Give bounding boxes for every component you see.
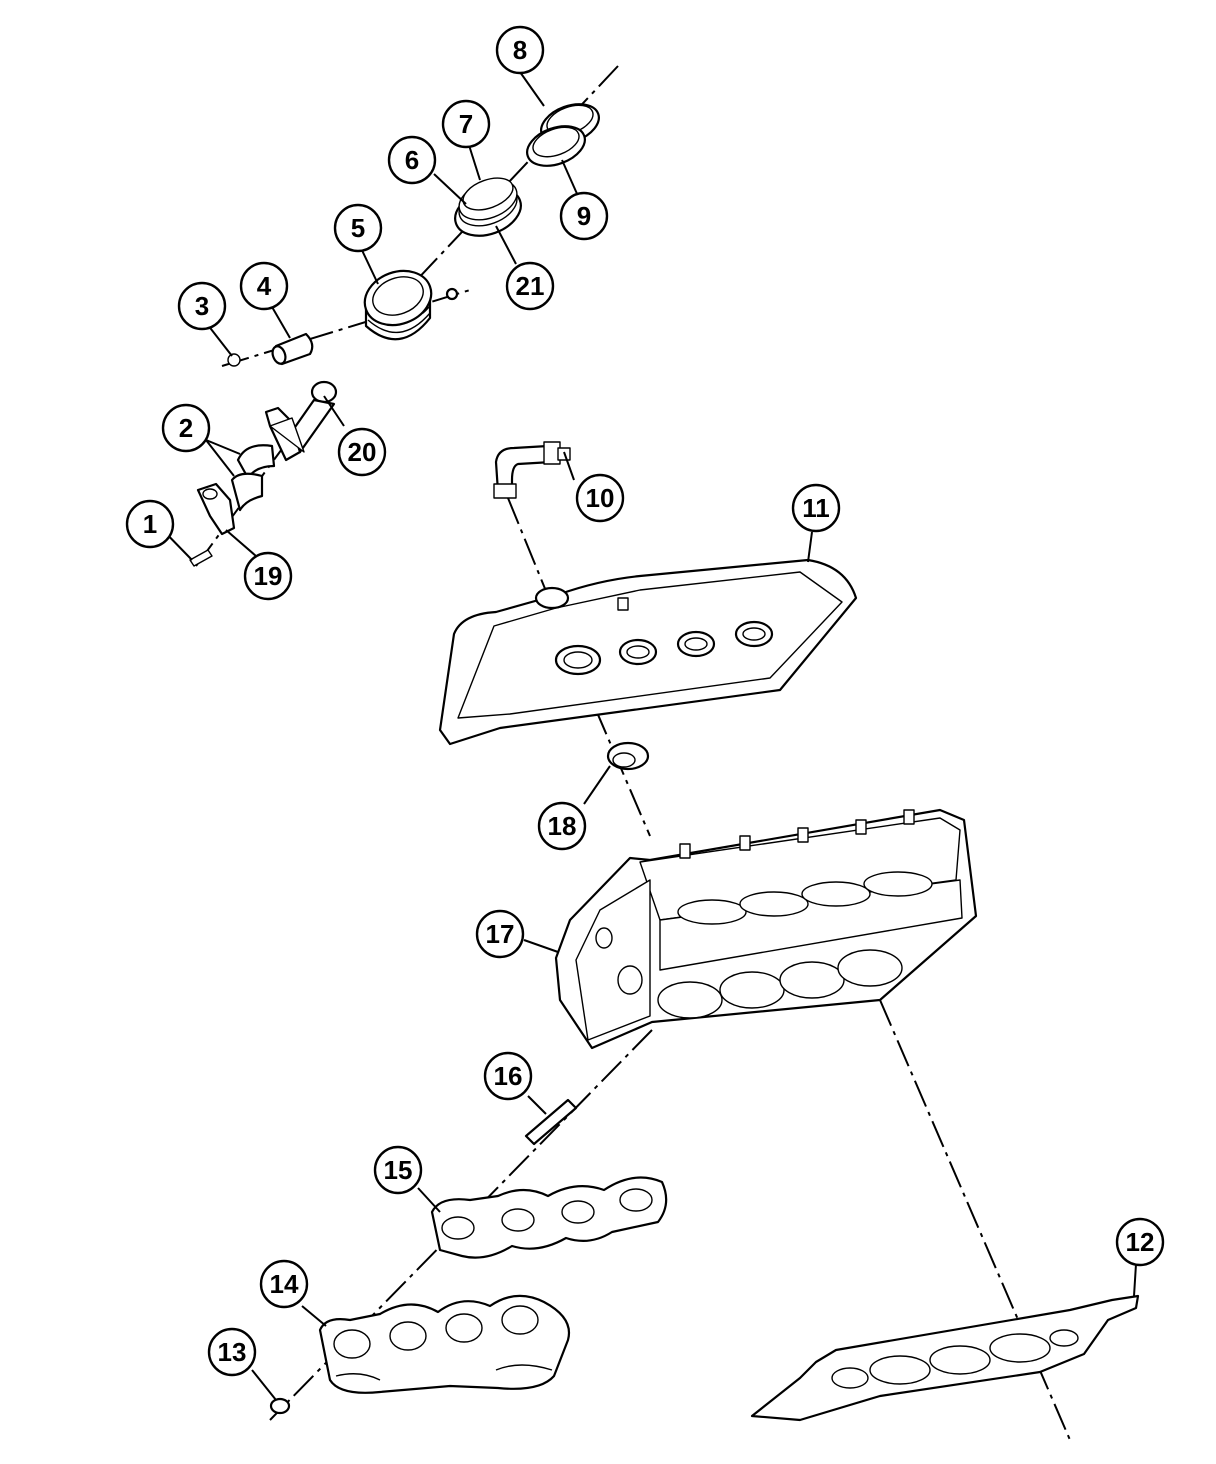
svg-text:11: 11 — [802, 493, 830, 523]
svg-text:20: 20 — [348, 437, 377, 467]
tube-seal — [606, 741, 650, 771]
callout-8: 8 — [495, 25, 545, 75]
svg-text:3: 3 — [195, 291, 209, 321]
svg-text:21: 21 — [516, 271, 545, 301]
callout-1: 1 — [125, 499, 175, 549]
piston — [363, 269, 459, 341]
valve-cover — [438, 558, 858, 746]
svg-text:9: 9 — [577, 201, 591, 231]
piston-ring-second — [526, 125, 586, 167]
svg-text:15: 15 — [384, 1155, 413, 1185]
callout-4: 4 — [239, 261, 289, 311]
piston-pin — [271, 332, 314, 366]
callout-13: 13 — [207, 1327, 257, 1377]
callout-10: 10 — [575, 473, 625, 523]
svg-text:8: 8 — [513, 35, 527, 65]
callout-9: 9 — [559, 191, 609, 241]
svg-text:16: 16 — [494, 1061, 523, 1091]
svg-text:14: 14 — [270, 1269, 299, 1299]
callout-14: 14 — [259, 1259, 309, 1309]
svg-text:13: 13 — [218, 1337, 247, 1367]
svg-text:10: 10 — [586, 483, 615, 513]
connecting-rod — [264, 380, 338, 462]
callout-12: 12 — [1115, 1217, 1165, 1267]
svg-text:12: 12 — [1126, 1227, 1155, 1257]
exhaust-manifold — [318, 1294, 571, 1394]
svg-text:1: 1 — [143, 509, 157, 539]
callout-20: 20 — [337, 427, 387, 477]
pcv-hose — [493, 441, 571, 499]
callout-2: 2 — [161, 403, 211, 453]
head-gasket — [750, 1294, 1140, 1422]
exhaust-stud — [524, 1098, 578, 1146]
callout-6: 6 — [387, 135, 437, 185]
svg-text:17: 17 — [486, 919, 515, 949]
callout-18: 18 — [537, 801, 587, 851]
callout-11: 11 — [791, 483, 841, 533]
callout-3: 3 — [177, 281, 227, 331]
callout-5: 5 — [333, 203, 383, 253]
svg-text:19: 19 — [254, 561, 283, 591]
callout-17: 17 — [475, 909, 525, 959]
rod-bolt — [189, 549, 213, 567]
oil-ring-rails — [454, 177, 522, 237]
svg-text:6: 6 — [405, 145, 419, 175]
rod-bearing-shells — [230, 444, 276, 512]
svg-text:2: 2 — [179, 413, 193, 443]
manifold-nut — [269, 1397, 291, 1415]
svg-text:18: 18 — [548, 811, 577, 841]
rod-cap — [196, 482, 236, 536]
callout-16: 16 — [483, 1051, 533, 1101]
callout-19: 19 — [243, 551, 293, 601]
callout-21: 21 — [505, 261, 555, 311]
svg-text:7: 7 — [459, 109, 473, 139]
callout-7: 7 — [441, 99, 491, 149]
exhaust-manifold-gasket — [430, 1176, 668, 1259]
svg-text:5: 5 — [351, 213, 365, 243]
cylinder-head — [554, 808, 978, 1050]
piston-pin-clip — [227, 353, 241, 367]
svg-text:4: 4 — [257, 271, 272, 301]
callout-15: 15 — [373, 1145, 423, 1195]
